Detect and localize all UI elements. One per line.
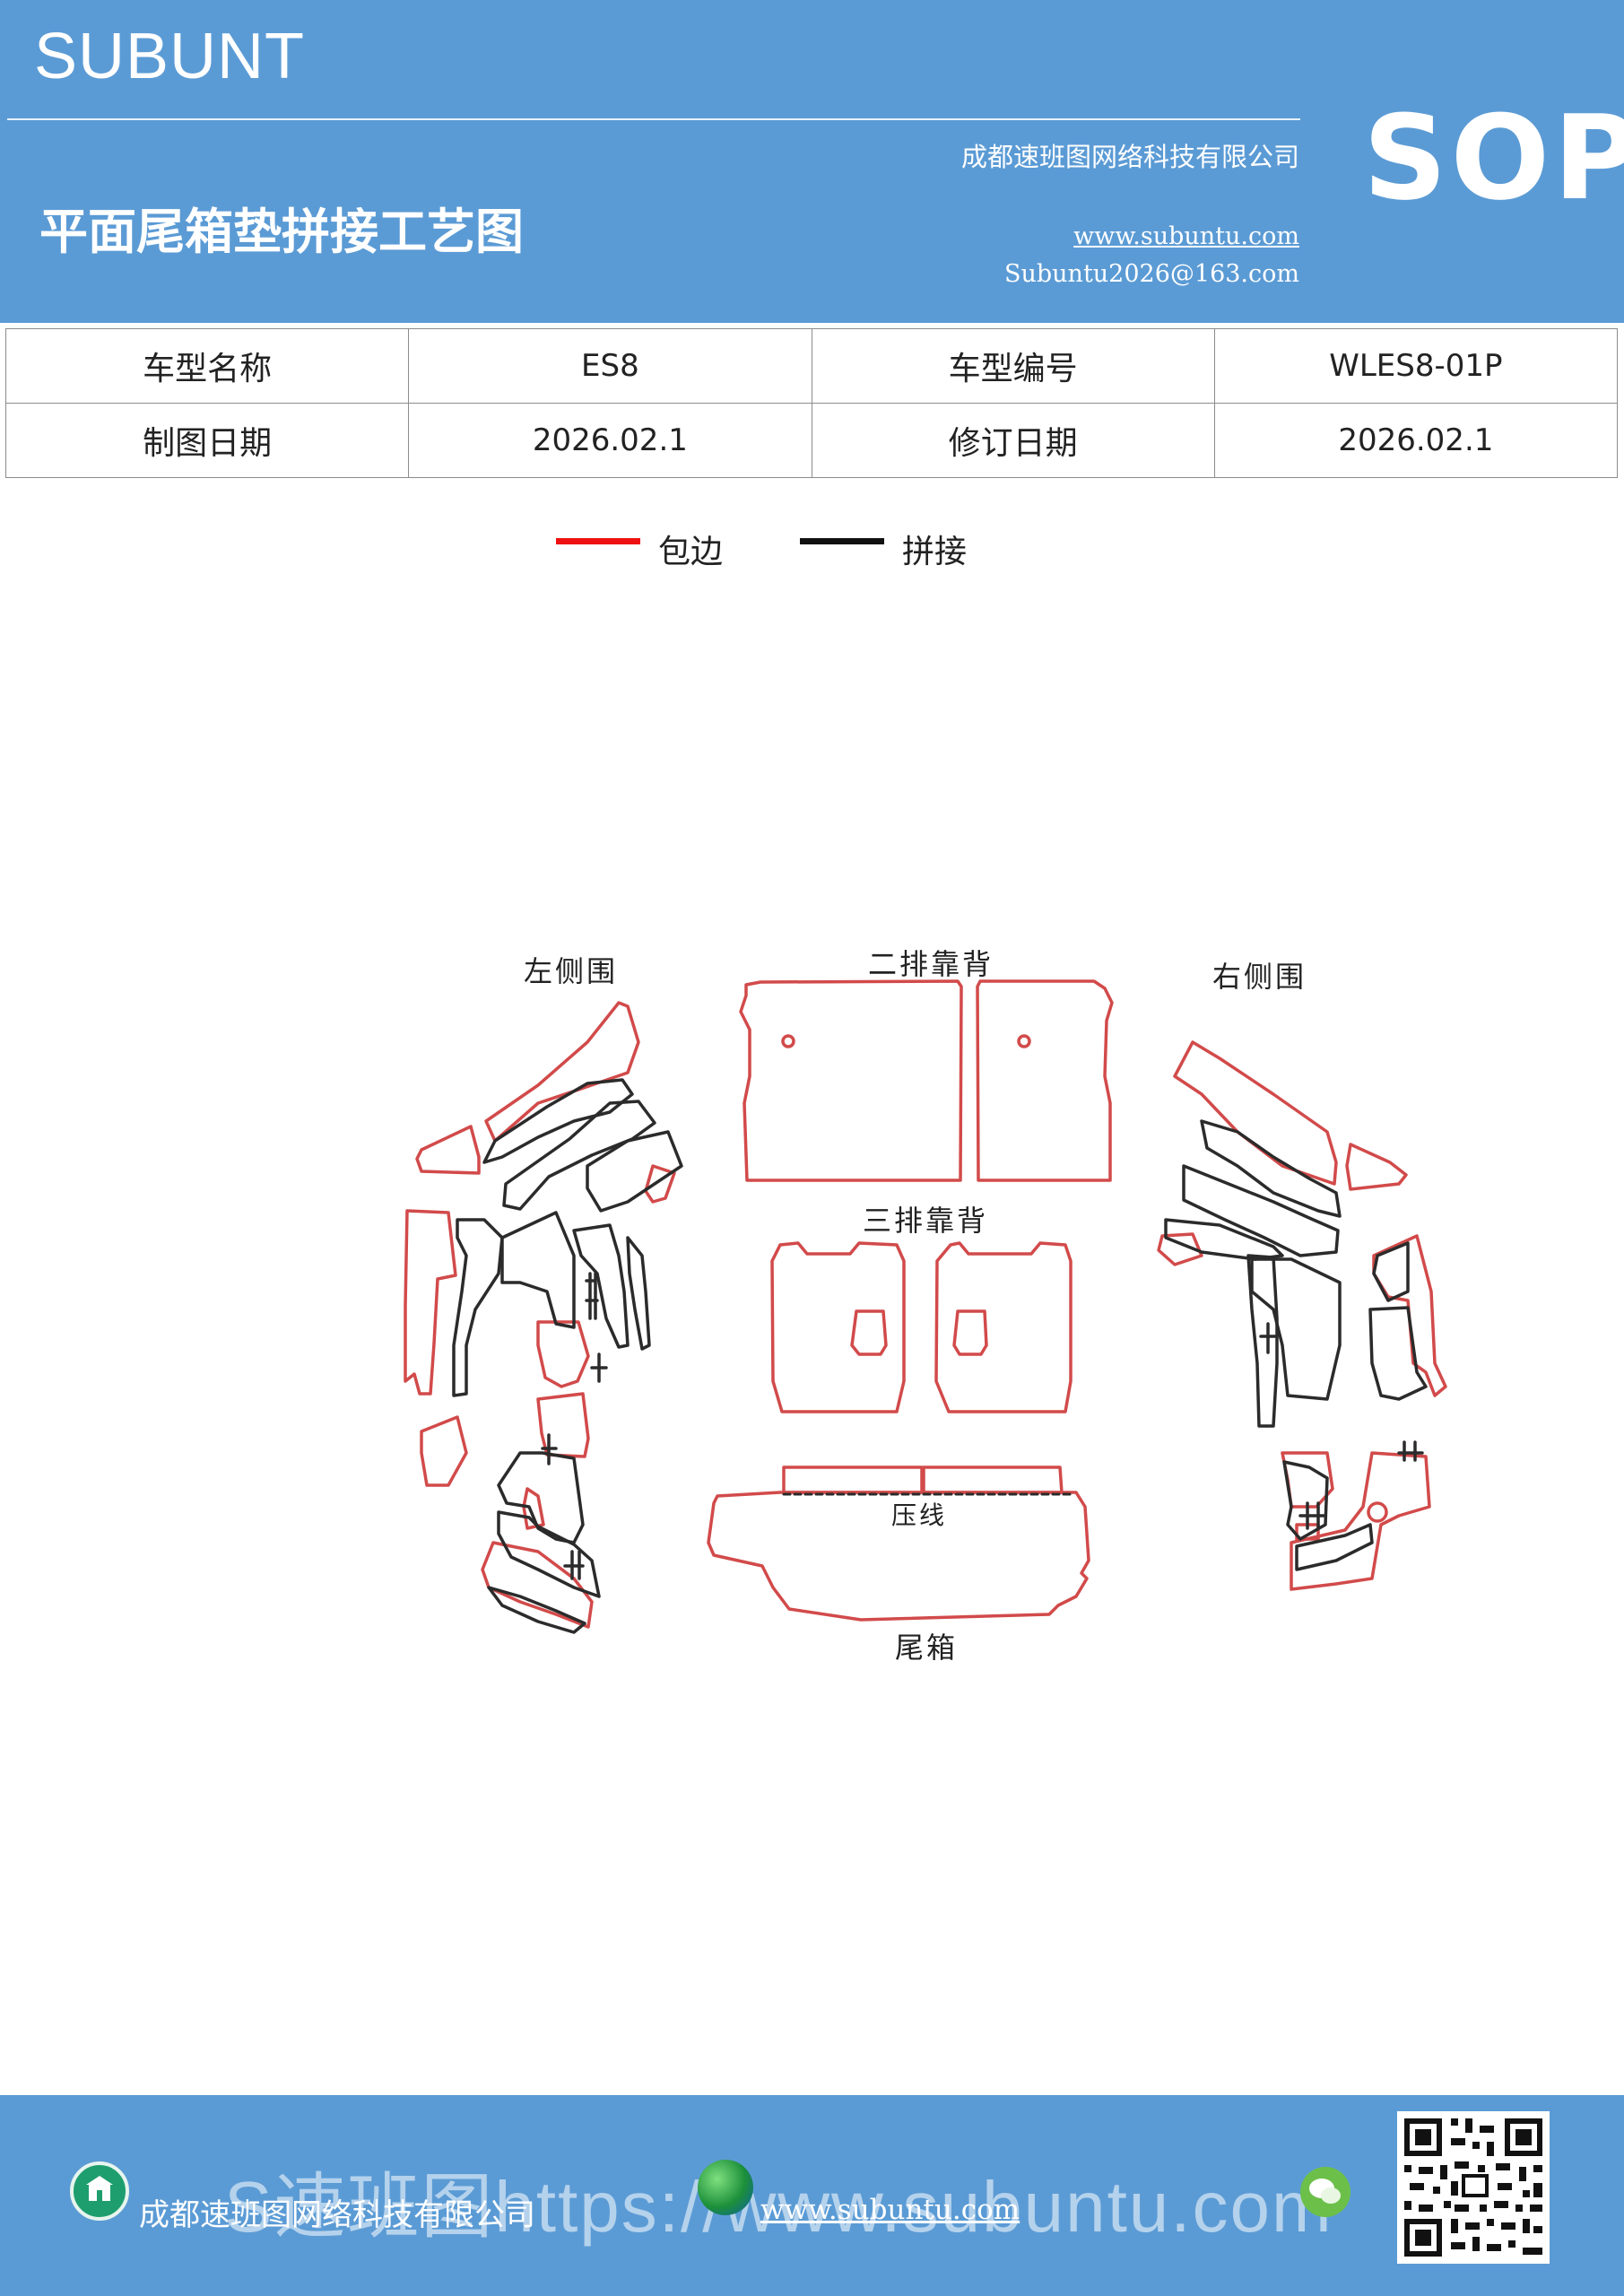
legend-seam-swatch <box>800 538 884 544</box>
table-row: 车型名称 ES8 车型编号 WLES8-01P <box>4 328 1619 404</box>
model-code-value: WLES8-01P <box>1213 328 1619 404</box>
trunk-label: 尾箱 <box>895 1631 959 1665</box>
draw-date-value: 2026.02.1 <box>408 403 812 478</box>
table-row: 制图日期 2026.02.1 修订日期 2026.02.1 <box>4 403 1619 478</box>
legend-seam-label: 拼接 <box>902 534 968 570</box>
vehicle-info-table: 车型名称 ES8 车型编号 WLES8-01P 制图日期 2026.02.1 修… <box>4 328 1619 478</box>
press-line-label: 压线 <box>891 1500 948 1530</box>
left-side-panel <box>404 1001 683 1634</box>
revise-date-label: 修订日期 <box>811 403 1215 478</box>
building-icon <box>86 2176 113 2201</box>
qr-code-icon <box>1397 2111 1550 2264</box>
globe-icon <box>698 2160 753 2215</box>
draw-date-label: 制图日期 <box>4 403 410 478</box>
header-divider <box>7 118 1300 120</box>
model-code-label: 车型编号 <box>811 328 1215 404</box>
company-logo-icon <box>70 2161 129 2221</box>
revise-date-value: 2026.02.1 <box>1213 403 1619 478</box>
footer-watermark: S速班图https://www.subuntu.com <box>224 2167 1333 2247</box>
footer-website-link[interactable]: www.subuntu.com <box>760 2194 1020 2226</box>
right-side-label: 右侧围 <box>1212 960 1307 994</box>
legend-edge-swatch <box>556 538 640 544</box>
header-company: 成都速班图网络科技有限公司 <box>960 142 1299 172</box>
footer-company: 成都速班图网络科技有限公司 <box>139 2197 535 2233</box>
third-row-label: 三排靠背 <box>863 1204 989 1238</box>
header-banner <box>0 0 1624 323</box>
legend-edge-label: 包边 <box>658 534 724 570</box>
sop-badge: SOP <box>1363 90 1624 226</box>
footer-banner <box>0 2095 1624 2296</box>
document-title: 平面尾箱垫拼接工艺图 <box>39 204 524 260</box>
model-name-value: ES8 <box>408 328 812 404</box>
header-website-link[interactable]: www.subuntu.com <box>1073 222 1299 250</box>
brand-logo-text: SUBUNT <box>34 21 306 92</box>
wechat-icon <box>1300 2167 1350 2217</box>
second-row-label: 二排靠背 <box>868 947 994 981</box>
header-email: Subuntu2026@163.com <box>1004 260 1299 288</box>
model-name-label: 车型名称 <box>4 328 410 404</box>
second-row-backrest <box>739 979 1114 1182</box>
qr-pattern <box>1397 2111 1550 2264</box>
left-side-label: 左侧围 <box>524 954 619 988</box>
third-row-backrest <box>770 1241 1073 1413</box>
trunk-mat <box>707 1465 1090 1622</box>
right-side-panel <box>1157 1040 1447 1591</box>
chat-bubble-icon <box>1309 2179 1341 2204</box>
